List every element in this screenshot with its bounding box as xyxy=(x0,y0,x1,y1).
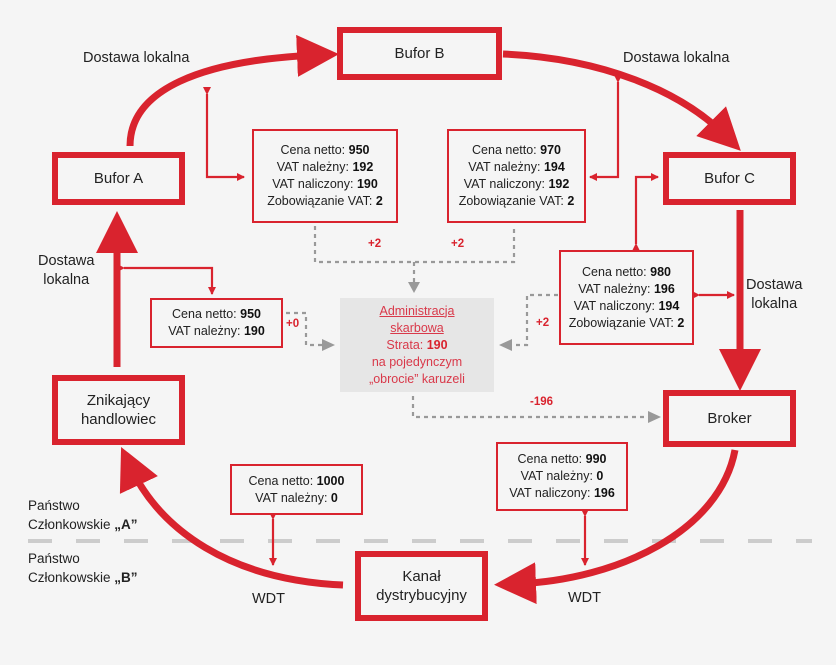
info-row: Zobowiązanie VAT: 2 xyxy=(568,315,685,330)
entity-kanal-dystrybucyjny: Kanał dystrybucyjny xyxy=(355,551,488,621)
administration-line3: na pojedynczym xyxy=(371,354,463,369)
info-row: Cena netto: 990 xyxy=(517,452,607,466)
flow-label-broker-to-kanal: WDT xyxy=(568,590,602,606)
entity-kanal-line1: Kanał xyxy=(402,568,441,585)
delta-znikajacy: +0 xyxy=(286,318,300,330)
administration-title-line2[interactable]: skarbowa xyxy=(390,320,444,335)
info-row: VAT naliczony: 192 xyxy=(463,177,570,191)
arrow-kanal-to-znikajacy xyxy=(119,446,344,589)
entity-znikajacy-handlowiec: Znikający handlowiec xyxy=(52,375,185,445)
flow-label-kanal-to-znik: WDT xyxy=(252,591,286,607)
info-row: Zobowiązanie VAT: 2 xyxy=(458,194,575,208)
dashed-bufor-ab-to-admin xyxy=(313,226,516,290)
arrow-broker-to-kanal xyxy=(494,449,739,605)
info-row: Cena netto: 1000 xyxy=(248,473,345,488)
flow-label-a-to-b: Dostawa lokalna xyxy=(83,50,190,66)
info-row: VAT należny: 192 xyxy=(276,160,374,174)
state-a-label: Państwo Członkowskie „A” xyxy=(28,498,138,532)
dashed-bufor-c-to-admin xyxy=(512,293,558,347)
entity-bufor-b-label: Bufor B xyxy=(394,45,445,62)
entity-bufor-a-label: Bufor A xyxy=(93,170,144,187)
connector-bufor-a-info xyxy=(203,87,245,181)
entity-bufor-c: Bufor C xyxy=(663,152,796,205)
delta-bufor-a: +2 xyxy=(368,238,382,250)
administration-line4: „obrocie” karuzeli xyxy=(369,371,465,386)
connector-bufor-b-info xyxy=(589,75,622,181)
info-box-bufor-a: Cena netto: 950 VAT należny: 192 VAT nal… xyxy=(252,129,398,223)
info-row: VAT naliczony: 194 xyxy=(573,298,680,313)
entity-bufor-a: Bufor A xyxy=(52,152,185,205)
administration-title-line1[interactable]: Administracja xyxy=(379,303,455,318)
entity-znikajacy-line2: handlowiec xyxy=(80,411,157,428)
info-row: Cena netto: 950 xyxy=(172,307,261,321)
info-row: VAT należny: 0 xyxy=(255,490,338,505)
entity-broker: Broker xyxy=(663,390,796,447)
delta-bufor-b: +2 xyxy=(451,238,465,250)
entity-broker-label: Broker xyxy=(707,410,752,427)
connector-bufor-c-info xyxy=(632,173,659,251)
entity-bufor-c-label: Bufor C xyxy=(704,170,755,187)
flow-label-znik-to-a: Dostawa lokalna xyxy=(38,252,94,290)
state-b-label: Państwo Członkowskie „B” xyxy=(28,551,138,585)
info-row: VAT należny: 196 xyxy=(578,281,675,296)
info-box-kanal: Cena netto: 1000 VAT należny: 0 xyxy=(230,464,363,515)
flow-label-znik-to-a-line2: lokalna xyxy=(43,272,90,288)
dashed-arrowhead-left xyxy=(322,339,335,351)
delta-broker: -196 xyxy=(530,396,554,408)
flow-label-b-to-c: Dostawa lokalna xyxy=(623,50,730,66)
entity-kanal-line2: dystrybucyjny xyxy=(376,587,467,604)
info-row: Cena netto: 970 xyxy=(472,143,561,157)
administration-box: Administracja skarbowa Strata: 190 na po… xyxy=(340,298,494,392)
delta-bufor-c: +2 xyxy=(536,317,550,329)
flow-label-c-to-broker-line2: lokalna xyxy=(751,296,798,312)
flow-label-c-to-broker: Dostawa lokalna xyxy=(746,276,802,314)
dashed-arrowhead-right xyxy=(499,339,512,351)
flow-label-znik-to-a-line1: Dostawa xyxy=(38,253,95,269)
entity-znikajacy-line1: Znikający xyxy=(86,392,151,409)
dashed-arrowhead-top xyxy=(408,282,420,293)
connector-znikajacy-info xyxy=(117,264,216,295)
flow-label-c-to-broker-line1: Dostawa xyxy=(746,277,803,293)
info-row: Cena netto: 980 xyxy=(582,264,671,279)
info-row: Zobowiązanie VAT: 2 xyxy=(267,194,383,208)
info-box-bufor-b: Cena netto: 970 VAT należny: 194 VAT nal… xyxy=(447,129,586,223)
info-row: VAT naliczony: 190 xyxy=(272,177,378,191)
entity-bufor-b: Bufor B xyxy=(337,27,502,80)
info-row: VAT naliczony: 196 xyxy=(509,486,615,500)
dashed-znikajacy-to-admin xyxy=(286,311,322,347)
info-box-bufor-c: Cena netto: 980 VAT należny: 196 VAT nal… xyxy=(559,250,694,345)
arrow-bufor-a-to-bufor-b xyxy=(126,34,339,147)
arrow-bufor-b-to-bufor-c xyxy=(502,50,741,151)
dashed-admin-to-broker xyxy=(411,396,648,419)
administration-loss: Strata: 190 xyxy=(386,337,448,352)
info-row: VAT należny: 190 xyxy=(168,324,265,338)
info-row: Cena netto: 950 xyxy=(280,143,370,157)
info-box-broker: Cena netto: 990 VAT należny: 0 VAT nalic… xyxy=(496,442,628,511)
info-row: VAT należny: 0 xyxy=(520,469,604,483)
info-box-znikajacy: Cena netto: 950 VAT należny: 190 xyxy=(150,298,283,348)
dashed-arrowhead-broker xyxy=(648,411,661,423)
info-row: VAT należny: 194 xyxy=(468,160,565,174)
